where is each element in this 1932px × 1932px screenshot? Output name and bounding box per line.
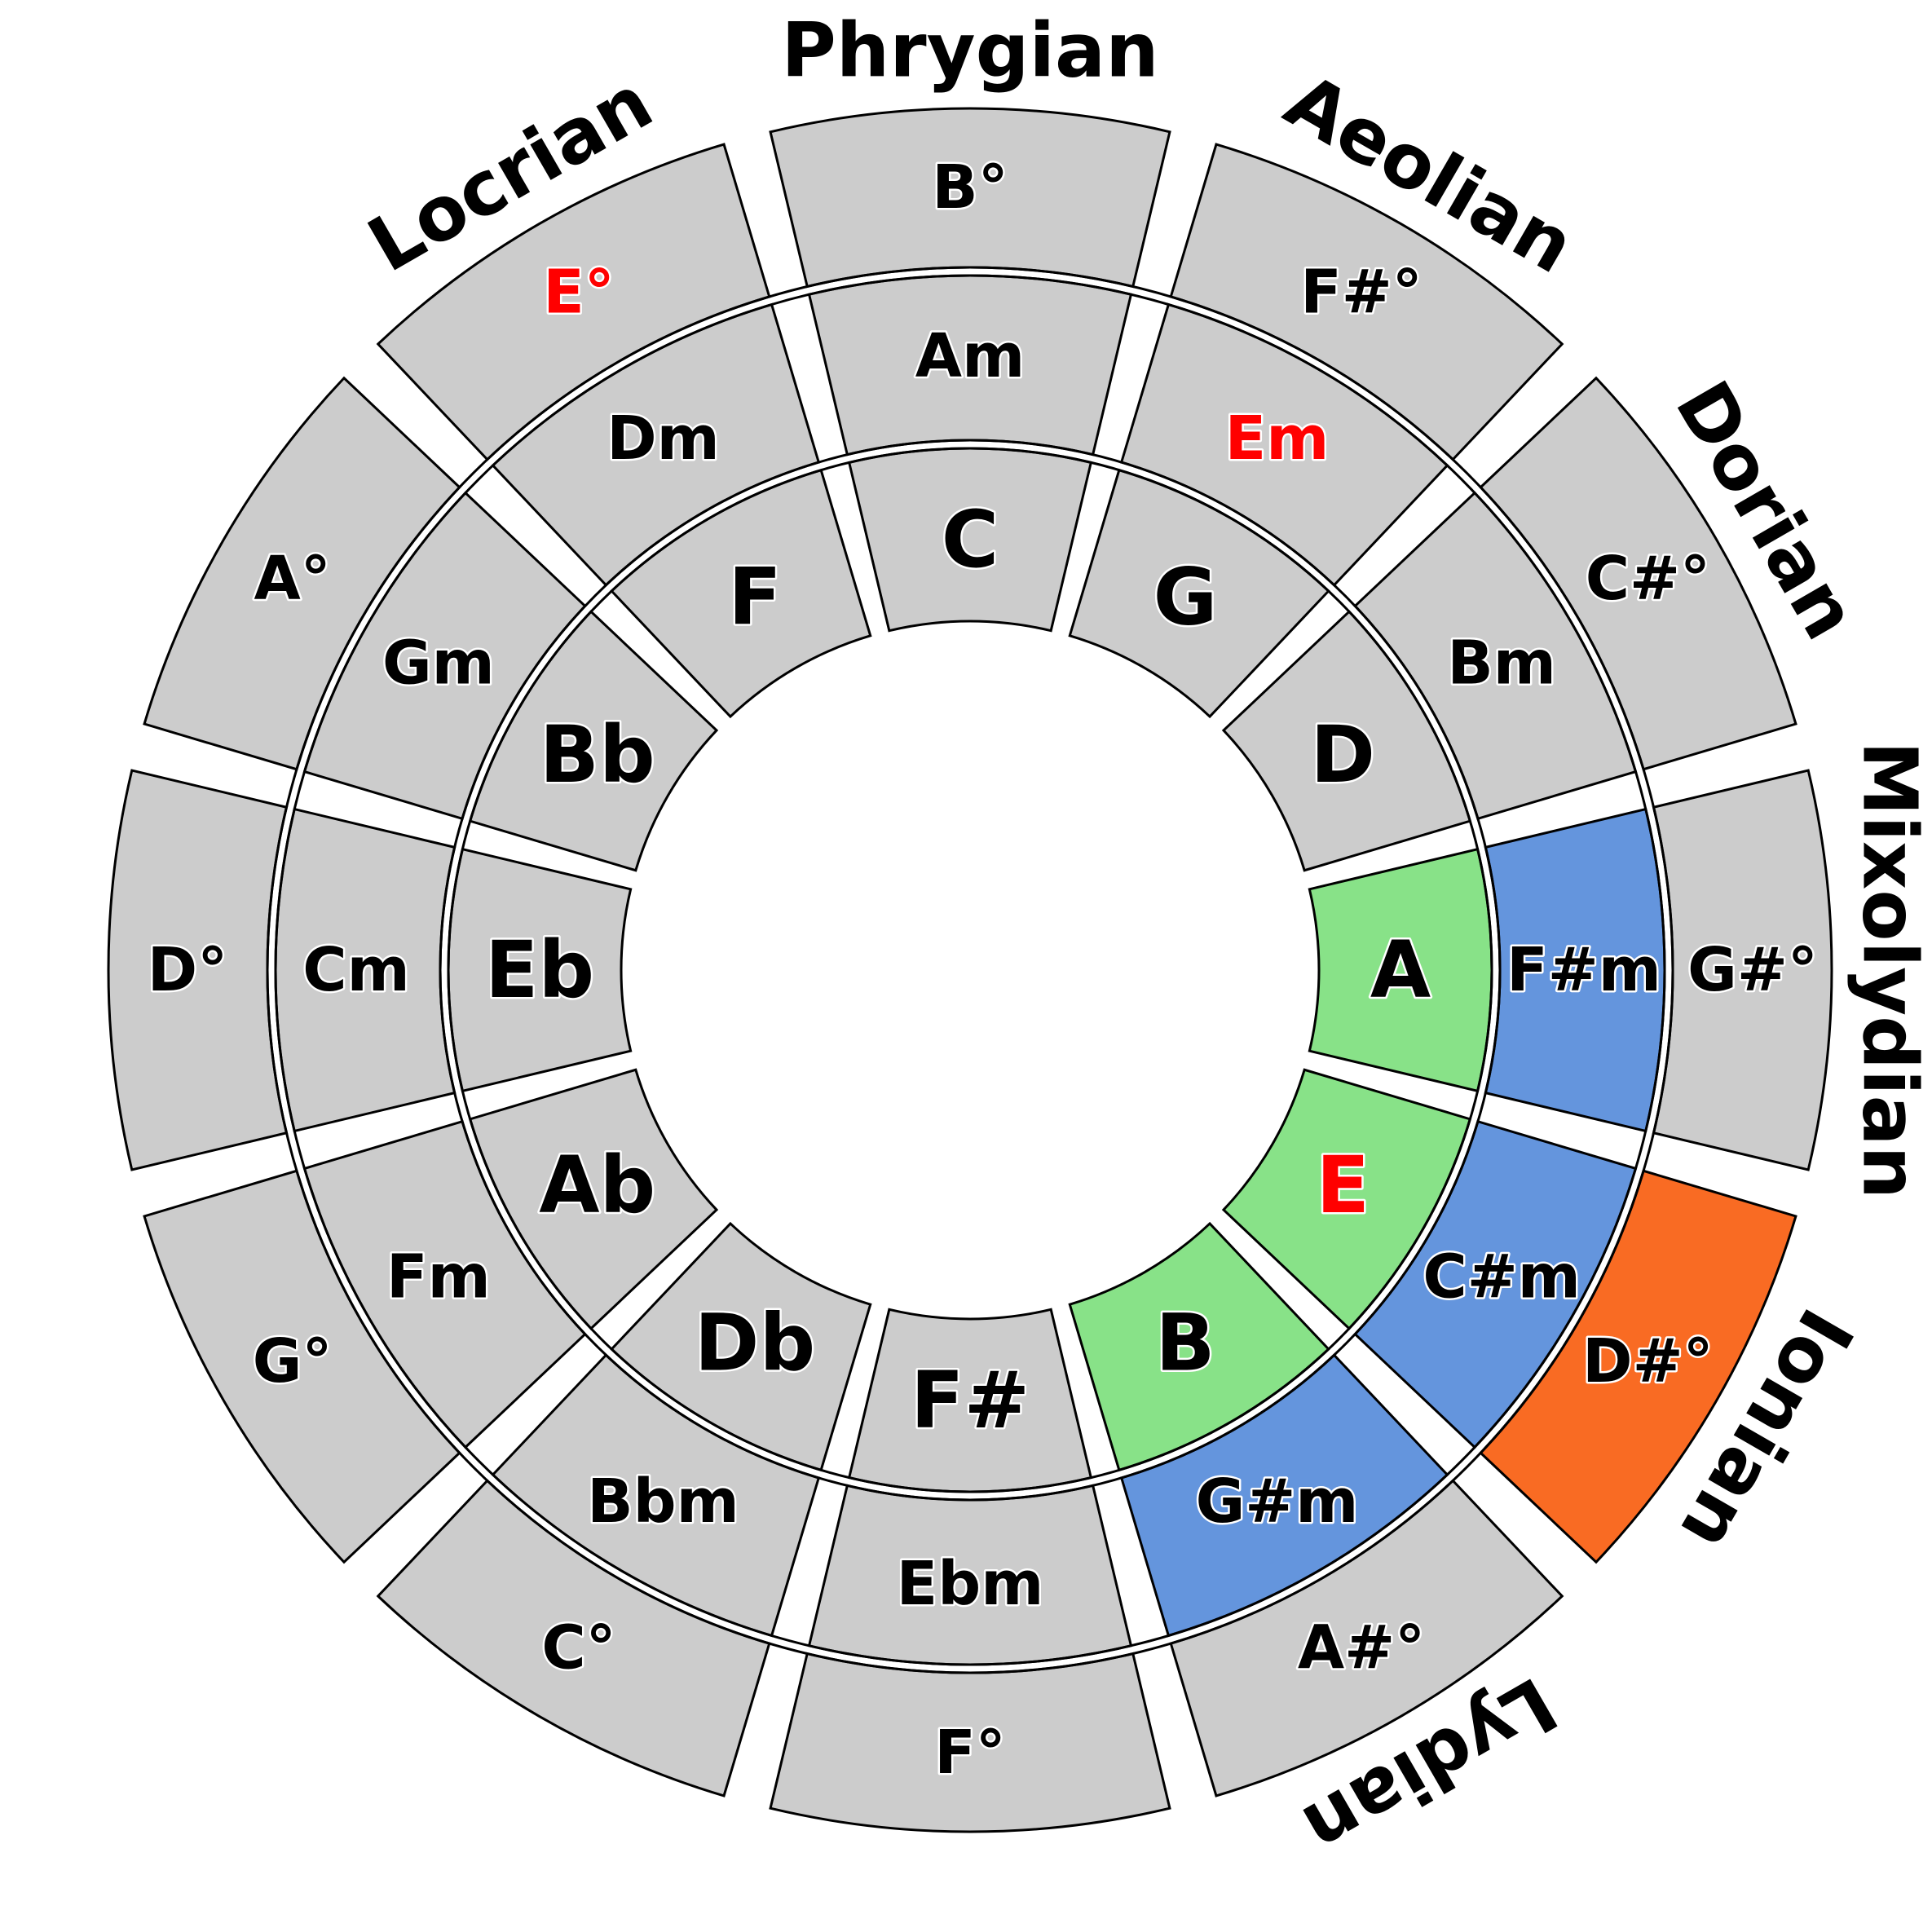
dim-chord-label: E° xyxy=(543,258,615,328)
major-chord-label: D xyxy=(1310,709,1375,801)
major-chord-label: A xyxy=(1370,924,1431,1016)
chord-labels: C Am B° G Em F#° D Bm C#° A F#m G#° E C#mD#° B G#mA#° F#… xyxy=(145,151,1820,1790)
dim-chord-label: G#° xyxy=(1687,935,1818,1005)
minor-chord-label: Bbm xyxy=(587,1467,739,1537)
major-chord-label: F xyxy=(728,552,782,643)
minor-chord-label: Bm xyxy=(1447,629,1556,699)
minor-chord-label: F#m xyxy=(1506,935,1661,1005)
ring-separators xyxy=(266,266,1674,1674)
minor-chord-label: Dm xyxy=(607,404,720,474)
dim-chord-label: G° xyxy=(253,1326,333,1396)
minor-chord-label: Fm xyxy=(386,1242,491,1312)
major-chord-label: Db xyxy=(695,1297,815,1388)
minor-chord-label: Cm xyxy=(302,935,409,1005)
mode-label-mixolydian: Mixolydian xyxy=(1846,741,1932,1199)
minor-chord-label: G#m xyxy=(1196,1467,1359,1537)
major-chord-label: C xyxy=(942,494,999,585)
major-chord-label: Bb xyxy=(540,709,655,801)
dim-chord-label: D#° xyxy=(1582,1326,1713,1396)
minor-chord-label: C#m xyxy=(1423,1242,1580,1312)
dim-chord-label: F#° xyxy=(1300,258,1423,328)
minor-chord-label: Gm xyxy=(382,629,495,699)
major-chord-label: Ab xyxy=(539,1140,655,1231)
ring-separator-0 xyxy=(447,447,1493,1493)
minor-chord-label: Am xyxy=(915,321,1025,391)
dim-chord-label: C° xyxy=(541,1612,615,1683)
dim-chord-label: A#° xyxy=(1298,1612,1425,1683)
ring-separator-3 xyxy=(266,266,1674,1674)
mode-label-phrygian: Phrygian xyxy=(781,7,1158,95)
minor-chord-label: Em xyxy=(1225,404,1330,474)
dim-chord-label: C#° xyxy=(1586,544,1710,614)
major-chord-label: Eb xyxy=(485,924,594,1016)
wheel-segments xyxy=(107,107,1833,1833)
ring-separator-1 xyxy=(439,439,1502,1502)
major-chord-label: F# xyxy=(911,1355,1030,1446)
ring-separator-2 xyxy=(274,274,1666,1666)
dim-chord-label: A° xyxy=(254,544,330,614)
major-chord-label: G xyxy=(1153,552,1218,643)
minor-chord-label: Ebm xyxy=(897,1549,1044,1619)
dim-chord-label: D° xyxy=(148,935,227,1005)
dim-chord-label: F° xyxy=(934,1718,1006,1788)
major-chord-label: B xyxy=(1155,1297,1215,1388)
major-chord-label: E xyxy=(1316,1140,1370,1231)
dim-chord-label: B° xyxy=(932,152,1008,223)
